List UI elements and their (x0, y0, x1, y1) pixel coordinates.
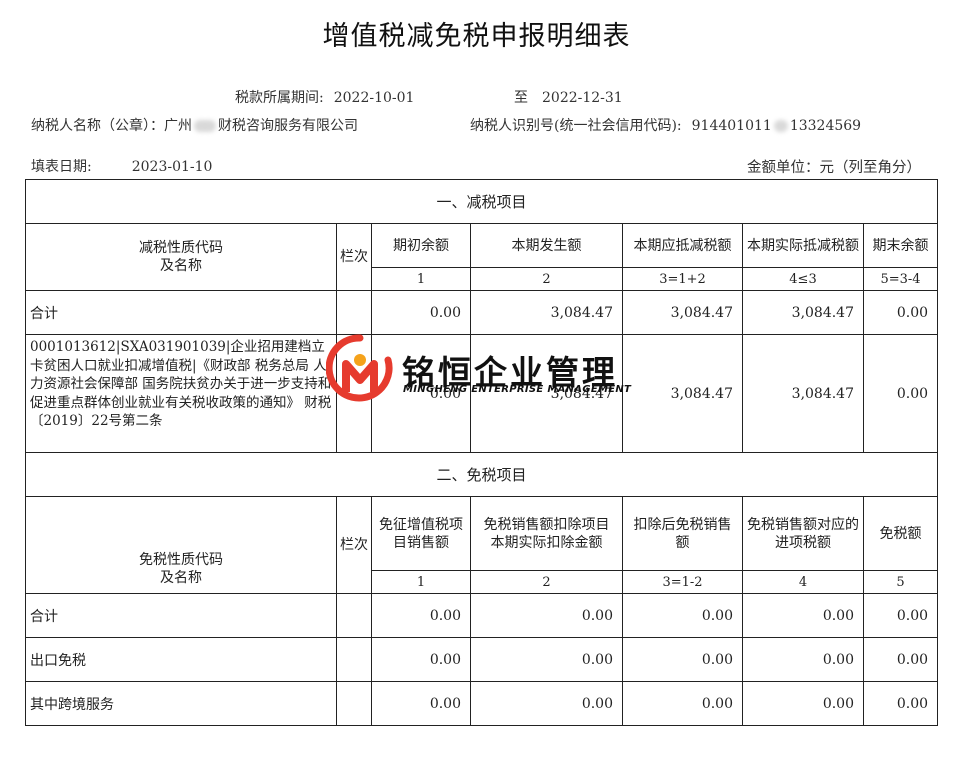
taxpayer-id-prefix: 914401011 (691, 118, 772, 134)
reduction-col-header: 本期应抵减税额 (622, 223, 743, 268)
amount-cell: 0.00 (470, 593, 623, 638)
amount-cell: 0.00 (371, 334, 471, 453)
amount-cell: 0.00 (371, 637, 471, 682)
form-title: 增值税减免税申报明细表 (322, 21, 631, 52)
amount-unit: 金额单位：元（列至角分） (747, 160, 921, 176)
amount-cell: 3,084.47 (622, 290, 743, 335)
redaction-blur (194, 120, 216, 132)
row-line-number (336, 637, 372, 682)
exemption-col-number: 5 (862, 570, 939, 594)
fill-date-value: 2023-01-10 (131, 159, 213, 175)
reduction-col-number: 2 (470, 267, 623, 291)
exemption-col-header: 免税额 (862, 496, 939, 571)
amount-cell: 0.00 (622, 681, 743, 726)
table-row: 出口免税 0.00 0.00 0.00 0.00 0.00 (25, 637, 939, 682)
exemption-col-header: 免税销售额对应的进项税额 (742, 496, 864, 571)
exemption-line-header: 栏次 (336, 496, 372, 594)
table-row: 合计 0.00 0.00 0.00 0.00 0.00 (25, 593, 939, 638)
taxpayer-name-label: 纳税人名称（公章）： (31, 118, 164, 134)
reduction-line-header: 栏次 (336, 223, 372, 291)
row-line-number (336, 334, 372, 453)
exemption-col-number: 4 (742, 570, 864, 594)
fill-date: 填表日期: 2023-01-10 (31, 156, 212, 176)
amount-cell: 0.00 (371, 290, 471, 335)
exemption-col-header: 免税销售额扣除项目 本期实际扣除金额 (470, 496, 623, 571)
row-line-number (336, 290, 372, 335)
exemption-section-title: 二、免税项目 (24, 452, 939, 497)
exemption-col-header: 免征增值税项目销售额 (371, 496, 471, 571)
amount-cell: 3,084.47 (470, 334, 623, 453)
table-row: 其中跨境服务 0.00 0.00 0.00 0.00 0.00 (25, 681, 939, 726)
amount-cell: 0.00 (622, 593, 743, 638)
amount-cell: 0.00 (371, 681, 471, 726)
taxpayer-id-suffix: 13324569 (789, 118, 862, 134)
reduction-col-number: 3=1+2 (622, 267, 743, 291)
relief-detail-table: 一、减税项目 减税性质代码 及名称 栏次 期初余额 本期发生额 本期应抵减税额 … (24, 179, 939, 726)
taxpayer-name: 纳税人名称（公章）：广州 财税咨询服务有限公司 (31, 115, 358, 135)
taxpayer-name-prefix: 广州 (164, 118, 192, 134)
tax-period-end-group: 至 2022-12-31 (514, 87, 623, 107)
reduction-section-title: 一、减税项目 (24, 179, 939, 224)
amount-cell: 0.00 (862, 334, 939, 453)
reduction-col-header: 本期发生额 (470, 223, 623, 268)
fill-date-label: 填表日期: (31, 159, 92, 175)
amount-cell: 0.00 (742, 637, 864, 682)
amount-cell: 0.00 (862, 593, 939, 638)
reduction-col-header: 期末余额 (862, 223, 939, 268)
reduction-col-header: 本期实际抵减税额 (742, 223, 864, 268)
reduction-col-number: 5=3-4 (862, 267, 939, 291)
reduction-name-header: 减税性质代码 及名称 (25, 223, 337, 291)
reduction-col-number: 1 (371, 267, 471, 291)
amount-cell: 3,084.47 (470, 290, 623, 335)
amount-cell: 0.00 (622, 637, 743, 682)
row-name: 合计 (25, 593, 337, 638)
table-row: 合计 0.00 3,084.47 3,084.47 3,084.47 0.00 (25, 290, 939, 335)
amount-cell: 3,084.47 (742, 290, 864, 335)
tax-period-label: 税款所属期间: (235, 90, 324, 106)
amount-cell: 0.00 (742, 681, 864, 726)
row-line-number (336, 593, 372, 638)
reduction-col-number: 4≤3 (742, 267, 864, 291)
exemption-col-number: 1 (371, 570, 471, 594)
amount-cell: 3,084.47 (622, 334, 743, 453)
amount-cell: 0.00 (371, 593, 471, 638)
tax-period: 税款所属期间: 2022-10-01 (235, 87, 414, 107)
row-name: 其中跨境服务 (25, 681, 337, 726)
exemption-name-header: 免税性质代码 及名称 (25, 496, 337, 594)
exemption-col-number: 2 (470, 570, 623, 594)
taxpayer-id-label: 纳税人识别号(统一社会信用代码): (470, 118, 682, 134)
tax-period-start: 2022-10-01 (333, 90, 415, 106)
tax-period-end: 2022-12-31 (542, 90, 623, 106)
amount-cell: 3,084.47 (742, 334, 864, 453)
taxpayer-name-suffix: 财税咨询服务有限公司 (218, 118, 358, 134)
redaction-blur (773, 120, 788, 132)
row-name: 合计 (25, 290, 337, 335)
amount-cell: 0.00 (470, 681, 623, 726)
table-row: 0001013612|SXA031901039|企业招用建档立卡贫困人口就业扣减… (25, 334, 939, 453)
amount-cell: 0.00 (862, 637, 939, 682)
exemption-col-number: 3=1-2 (622, 570, 743, 594)
amount-cell: 0.00 (470, 637, 623, 682)
row-name: 出口免税 (25, 637, 337, 682)
exemption-col-header: 扣除后免税销售额 (622, 496, 743, 571)
tax-period-to: 至 (514, 90, 528, 106)
row-line-number (336, 681, 372, 726)
amount-cell: 0.00 (742, 593, 864, 638)
taxpayer-id: 纳税人识别号(统一社会信用代码): 914401011 13324569 (470, 115, 861, 135)
row-name: 0001013612|SXA031901039|企业招用建档立卡贫困人口就业扣减… (25, 334, 337, 453)
amount-cell: 0.00 (862, 290, 939, 335)
reduction-col-header: 期初余额 (371, 223, 471, 268)
amount-cell: 0.00 (862, 681, 939, 726)
